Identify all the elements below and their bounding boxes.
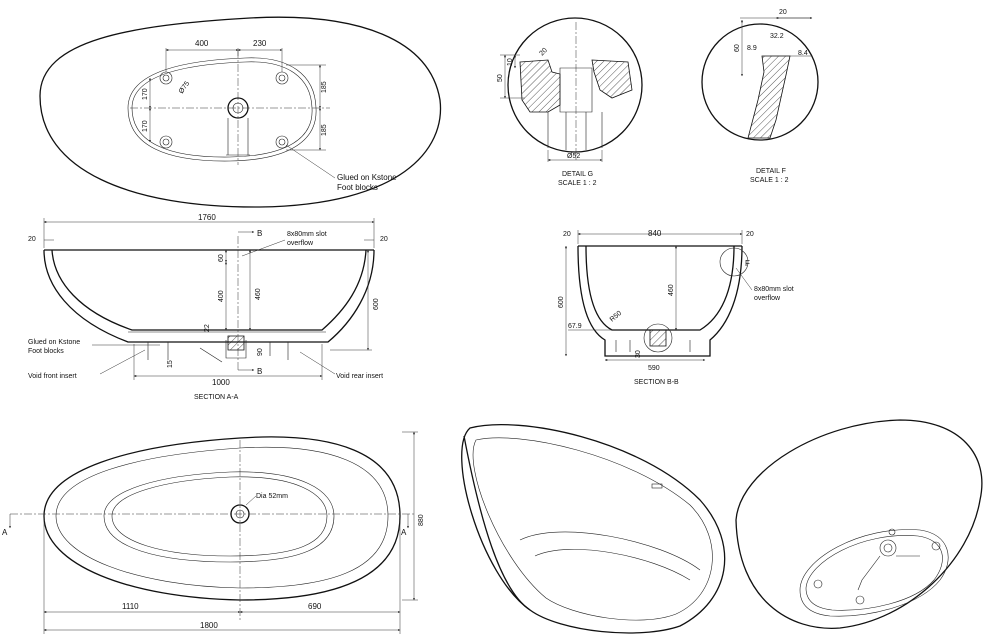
- section-b-dim-67-9: 67.9: [568, 323, 582, 330]
- top-diameter-label: Ø75: [178, 80, 191, 95]
- section-b-dim-600: 600: [558, 296, 565, 308]
- section-a-overflow-line1: 8x80mm slot: [287, 231, 327, 238]
- detail-g-title: DETAIL G: [562, 171, 593, 178]
- isometric-underside-view: [735, 419, 983, 629]
- plan-dim-1110: 1110: [122, 602, 139, 611]
- section-b-b: F 20 840 20 600 460 R50 67.9 30 590 8x80…: [558, 229, 794, 386]
- section-b-title: SECTION B-B: [634, 379, 679, 386]
- section-a-title: SECTION A-A: [194, 394, 239, 401]
- section-a-overflow-line2: overflow: [287, 240, 314, 247]
- section-b-marker-top: B: [257, 229, 262, 238]
- plan-dim-880: 880: [418, 514, 425, 526]
- detail-f-dim-8-4: 8.4: [798, 50, 808, 57]
- section-b-marker-bottom: B: [257, 367, 262, 376]
- isometric-top-view: [461, 424, 726, 634]
- plan-view: A A Dia 52mm 880 1110 690 1800: [2, 431, 425, 634]
- section-b-overflow-line2: overflow: [754, 295, 781, 302]
- detail-f-dim-8-9: 8.9: [747, 45, 757, 52]
- section-b-dim-20-right: 20: [746, 231, 754, 238]
- glued-callout-line1: Glued on Kstone: [337, 173, 397, 182]
- section-a-dim-20-right: 20: [380, 236, 388, 243]
- section-a-dim-20-left: 20: [28, 236, 36, 243]
- glued-callout-line2: Foot blocks: [337, 183, 378, 192]
- detail-g-dim-20: 20: [538, 47, 549, 58]
- top-dim-230: 230: [253, 39, 267, 48]
- detail-g-dim-52: Ø52: [567, 153, 580, 160]
- top-dim-185-b: 185: [321, 124, 328, 136]
- detail-g-scale: SCALE 1 : 2: [558, 180, 597, 187]
- section-b-overflow-line1: 8x80mm slot: [754, 286, 794, 293]
- detail-g: 50 10 20 Ø52 DETAIL G SCALE 1 : 2: [497, 17, 643, 187]
- top-dim-185-a: 185: [321, 81, 328, 93]
- top-dim-400: 400: [195, 39, 209, 48]
- drain-diameter-label: Dia 52mm: [256, 493, 288, 500]
- plan-dim-1800: 1800: [200, 621, 218, 630]
- detail-f-dim-20: 20: [779, 9, 787, 16]
- detail-f-title: DETAIL F: [756, 168, 786, 175]
- top-dim-170-a: 170: [142, 88, 149, 100]
- detail-f-dim-60: 60: [734, 44, 741, 52]
- section-a-dim-460: 460: [255, 288, 262, 300]
- detail-f: 20 32.2 60 8.9 8.4 DETAIL F SCALE 1 : 2: [701, 9, 819, 184]
- section-a-dim-400: 400: [218, 290, 225, 302]
- detail-f-scale: SCALE 1 : 2: [750, 177, 789, 184]
- section-a-glued-line1: Glued on Kstone: [28, 339, 80, 346]
- section-a-dim-15: 15: [167, 360, 174, 368]
- section-a-dim-1000: 1000: [212, 378, 230, 387]
- section-b-dim-r50: R50: [609, 310, 623, 324]
- underside-top-view: 400 230 170 170 185 185 Ø75 Glued on Kst…: [39, 16, 442, 208]
- top-dim-170-b: 170: [142, 120, 149, 132]
- section-a-marker-right: A: [401, 528, 407, 537]
- section-b-dim-20-left: 20: [563, 231, 571, 238]
- detail-g-dim-50: 50: [497, 74, 504, 82]
- section-b-dim-590: 590: [648, 365, 660, 372]
- plan-dim-690: 690: [308, 602, 322, 611]
- section-a-glued-line2: Foot blocks: [28, 348, 64, 355]
- section-a-a: 1760 20 20 60 400 460 600 22 15 90 1000 …: [28, 213, 388, 401]
- detail-f-marker: F: [745, 259, 750, 268]
- section-b-dim-460: 460: [668, 284, 675, 296]
- section-a-marker-left: A: [2, 528, 8, 537]
- section-a-dim-600: 600: [373, 298, 380, 310]
- section-b-dim-30: 30: [635, 350, 642, 358]
- section-b-dim-840: 840: [648, 229, 662, 238]
- void-front-insert-label: Void front insert: [28, 373, 77, 380]
- section-a-dim-60: 60: [218, 254, 225, 262]
- section-a-dim-90: 90: [257, 348, 264, 356]
- section-a-dim-22: 22: [204, 324, 211, 332]
- section-a-dim-1760: 1760: [198, 213, 216, 222]
- detail-g-dim-10: 10: [507, 58, 514, 66]
- detail-f-dim-32: 32.2: [770, 33, 784, 40]
- void-rear-insert-label: Void rear insert: [336, 373, 383, 380]
